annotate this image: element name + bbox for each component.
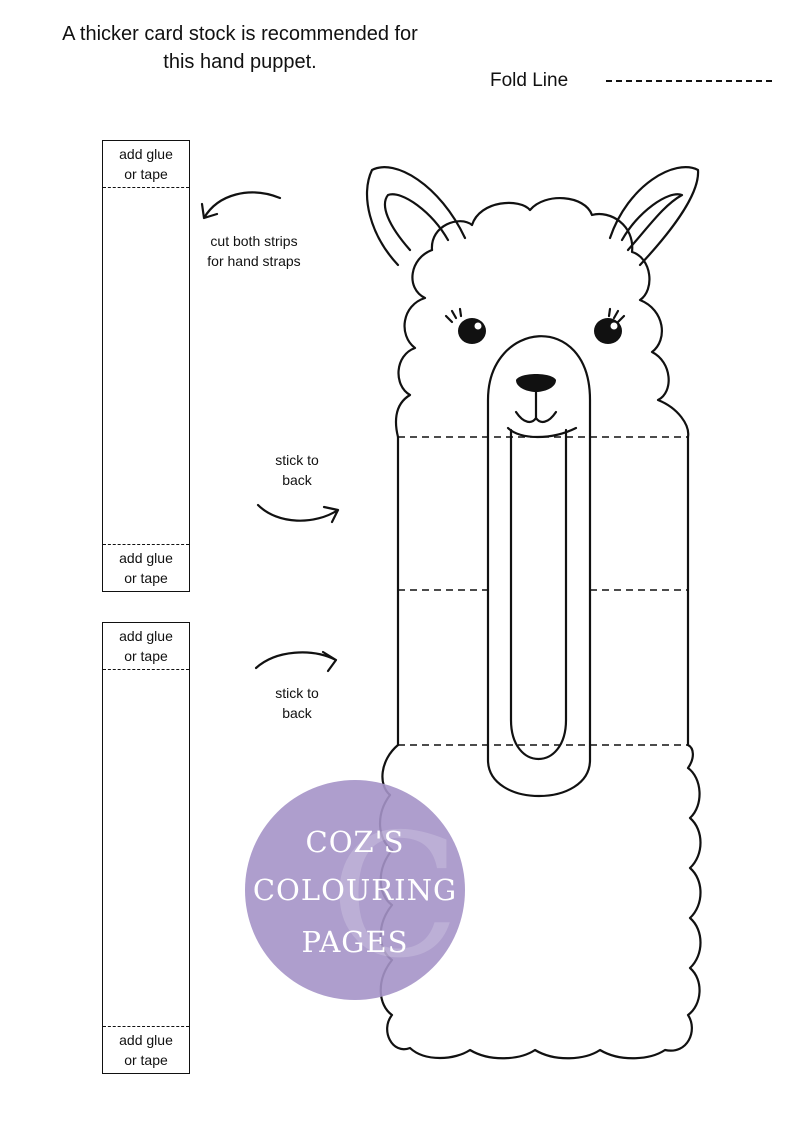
- head-fluff-outline: [430, 197, 690, 439]
- neck-inner-loop: [509, 428, 568, 760]
- instruction-text: A thicker card stock is recommended for …: [20, 20, 460, 76]
- nose-icon: [516, 374, 556, 392]
- right-eye-icon: [594, 318, 622, 344]
- glue-tab-bottom: add glue or tape: [103, 1026, 189, 1073]
- stick-to-back-note-2: stick to back: [250, 683, 344, 723]
- hand-strap-strip-1: add glue or tape add glue or tape: [102, 140, 190, 592]
- mouth-outline: [514, 388, 558, 424]
- right-ear-inner: [620, 193, 684, 252]
- fold-line-sample: [606, 80, 772, 82]
- inner-chin-line: [506, 426, 578, 438]
- glue-tab-text: or tape: [124, 648, 168, 664]
- left-ear-inner: [383, 193, 450, 252]
- instruction-line-1: A thicker card stock is recommended for: [62, 23, 418, 45]
- glue-tab-text: add glue: [119, 146, 173, 162]
- glue-tab-text: or tape: [124, 570, 168, 586]
- watermark-monogram: C: [330, 798, 460, 996]
- watermark-line-1: COZ'S: [305, 825, 405, 859]
- glue-tab-top: add glue or tape: [103, 623, 189, 670]
- snout-outline: [486, 335, 592, 797]
- instruction-line-2: this hand puppet.: [163, 51, 317, 73]
- glue-tab-text: add glue: [119, 550, 173, 566]
- curved-arrow-right-icon: [254, 650, 338, 673]
- stick-note-line-2: back: [282, 472, 312, 488]
- curved-arrow-left-icon: [200, 191, 282, 220]
- fold-line-label: Fold Line: [490, 70, 569, 91]
- watermark-circle: [245, 780, 465, 1000]
- cut-strips-line-1: cut both strips: [210, 233, 298, 249]
- glue-tab-text: or tape: [124, 166, 168, 182]
- glue-tab-top: add glue or tape: [103, 141, 189, 188]
- stick-note-line-2: back: [282, 705, 312, 721]
- cut-strips-note: cut both strips for hand straps: [192, 231, 316, 271]
- glue-tab-bottom: add glue or tape: [103, 544, 189, 591]
- glue-tab-text: or tape: [124, 1052, 168, 1068]
- glue-tab-text: add glue: [119, 628, 173, 644]
- left-eyelash-icon: [444, 307, 463, 324]
- watermark-line-3: PAGES: [301, 925, 409, 959]
- head-fluff-left: [394, 248, 434, 439]
- glue-tab-text: add glue: [119, 1032, 173, 1048]
- right-eyelash-icon: [607, 307, 626, 324]
- curved-arrow-right-icon: [256, 503, 340, 524]
- watermark-line-2: COLOURING: [252, 873, 458, 907]
- hand-strap-strip-2: add glue or tape add glue or tape: [102, 622, 190, 1074]
- left-eye-icon: [458, 318, 486, 344]
- stick-note-line-1: stick to: [275, 452, 319, 468]
- right-ear-outline: [608, 166, 700, 267]
- left-ear-outline: [365, 166, 467, 267]
- stick-to-back-note-1: stick to back: [250, 450, 344, 490]
- fold-line-legend: Fold Line: [490, 68, 780, 94]
- stick-note-line-1: stick to: [275, 685, 319, 701]
- cut-strips-line-2: for hand straps: [207, 253, 301, 269]
